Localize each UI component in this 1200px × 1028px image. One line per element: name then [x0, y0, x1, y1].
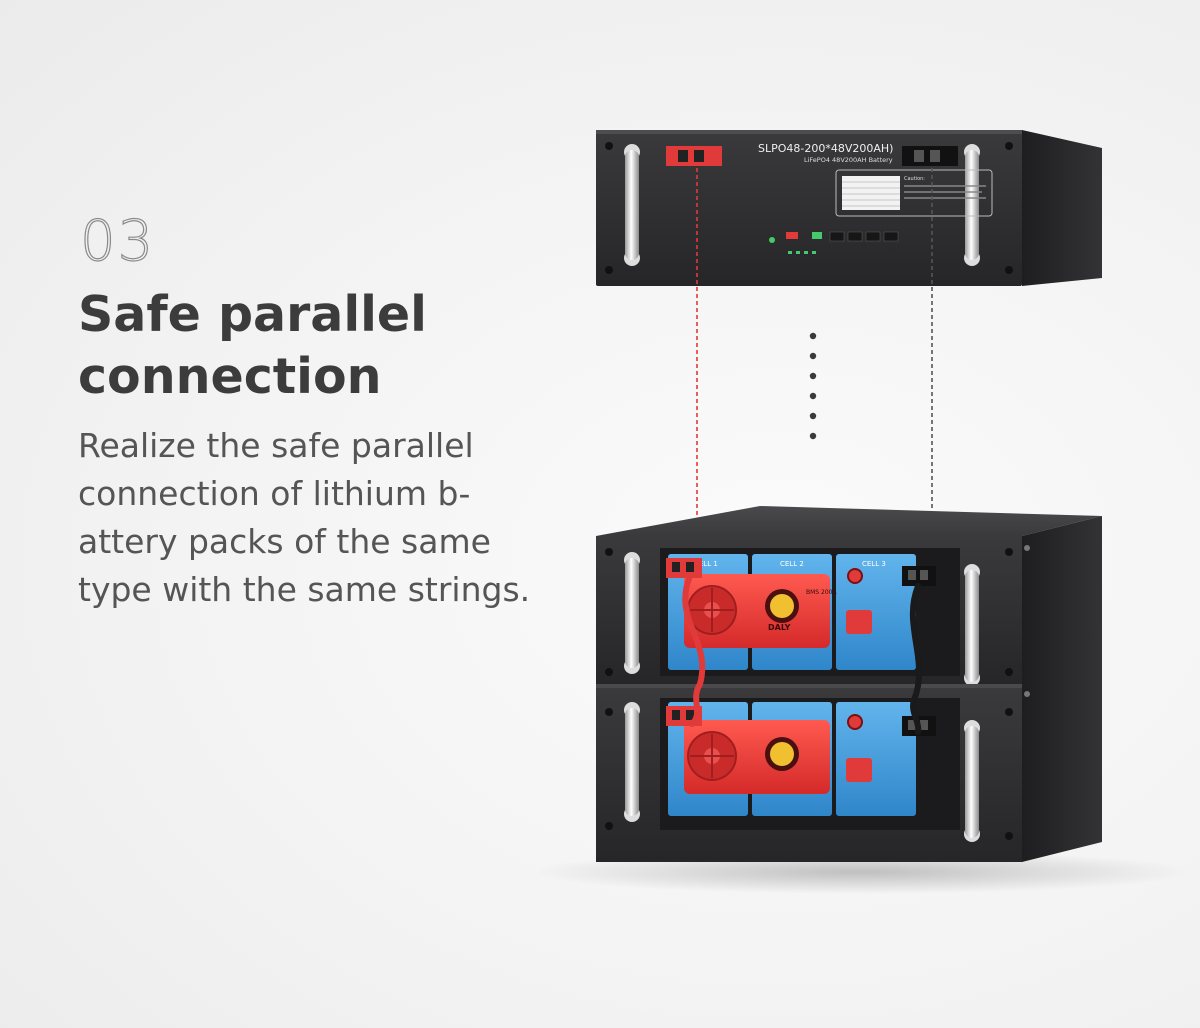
positive-terminal-icon: [666, 146, 722, 166]
model-label: SLPO48-200*48V200AH): [758, 142, 893, 155]
bms-model: BMS 200A: [806, 589, 837, 596]
positive-terminal-icon: [666, 558, 702, 578]
rack-handle-icon: [625, 558, 639, 668]
type-label: LiFePO4 48V200AH Battery: [804, 156, 893, 164]
rack-handle-icon: [965, 570, 979, 682]
description-line: attery packs of the same: [78, 522, 491, 561]
description-line: connection of lithium b-: [78, 474, 471, 513]
ellipsis-dots-icon: [809, 332, 817, 440]
battery-stack: CELL 1 CELL 2 CELL 3 DALY BMS 200A: [596, 506, 1102, 862]
feature-headline: Safe parallel connection: [78, 284, 538, 408]
rack-handle-icon: [965, 726, 979, 838]
top-battery-module: SLPO48-200*48V200AH) LiFePO4 48V200AH Ba…: [596, 130, 1102, 286]
status-indicators: [769, 232, 822, 254]
breaker-switch-icon: [846, 610, 872, 634]
negative-parallel-cable: [909, 583, 923, 735]
caution-label: Caution:: [904, 176, 925, 182]
bms-board: [684, 720, 830, 794]
breaker-switch-icon: [846, 758, 872, 782]
rack-handle-icon: [625, 708, 639, 816]
negative-terminal-icon: [902, 566, 936, 586]
communication-port-icon: [829, 231, 899, 242]
negative-terminal-icon: [902, 146, 958, 166]
indicator-knob-icon: [847, 714, 863, 730]
battery-module: [596, 688, 1022, 862]
feature-description: Realize the safe parallel connection of …: [78, 422, 568, 614]
positive-parallel-cable: [682, 573, 706, 727]
battery-cell: [836, 702, 916, 816]
parallel-connection-lines: [696, 168, 933, 560]
step-number: 03: [79, 209, 156, 274]
description-line: type with the same strings.: [78, 570, 531, 609]
module-side: [1022, 130, 1102, 286]
cell-label: CELL 3: [862, 560, 886, 568]
cell-label: CELL 2: [780, 560, 804, 568]
headline-line: Safe parallel: [78, 286, 427, 343]
battery-module: CELL 1 CELL 2 CELL 3 DALY BMS 200A: [596, 536, 1022, 686]
description-line: Realize the safe parallel: [78, 426, 474, 465]
indicator-knob-icon: [847, 568, 863, 584]
rack-handle-icon: [964, 144, 980, 266]
headline-line: connection: [78, 348, 382, 405]
cell-label: CELL 1: [694, 560, 718, 568]
bms-brand: DALY: [768, 623, 791, 632]
module-front-panel: [596, 130, 1022, 286]
spec-label-panel: Caution:: [835, 169, 993, 217]
rack-handle-icon: [624, 144, 640, 266]
stack-top-surface: [596, 506, 1102, 536]
bms-board: DALY BMS 200A: [684, 574, 837, 648]
